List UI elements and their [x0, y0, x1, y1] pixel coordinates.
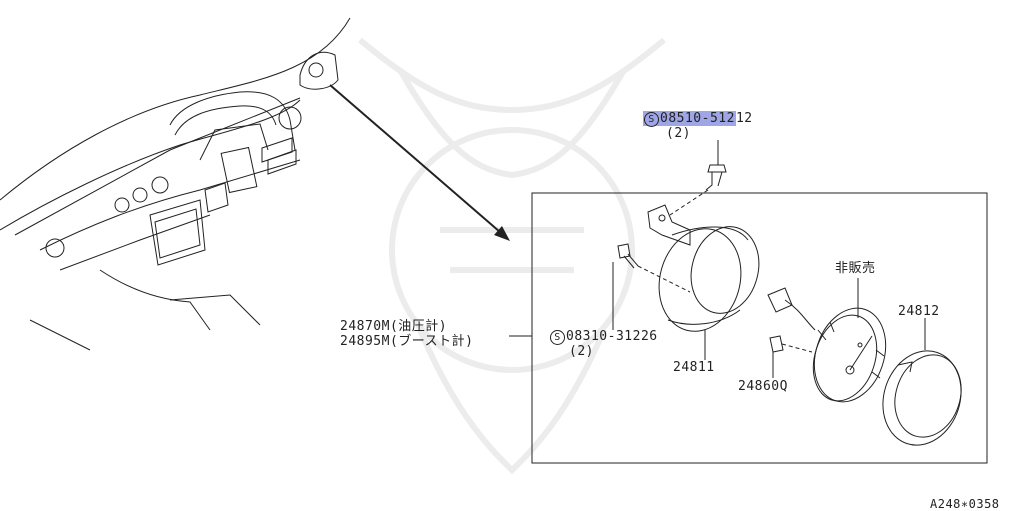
- meter-housing: [658, 226, 760, 332]
- bolt-left: [617, 243, 691, 293]
- bracket: [647, 204, 691, 246]
- housing-part-label[interactable]: 24811: [673, 360, 715, 375]
- gauge-dial: [812, 307, 887, 403]
- watermark-emblem: [358, 37, 666, 475]
- ring-part-label[interactable]: 24812: [898, 304, 940, 319]
- not-for-sale-label: 非販売: [835, 261, 876, 276]
- leader-lines: [509, 140, 926, 378]
- bolt-left-qty-label: (2): [569, 344, 594, 359]
- standard-part-symbol: S: [550, 330, 565, 345]
- bolt-top-qty-label: (2): [666, 126, 691, 141]
- bulb-socket: [767, 287, 816, 353]
- figure-code: A248∗0358: [930, 497, 1000, 511]
- meter-oil-label[interactable]: 24870M(油圧計): [340, 319, 448, 334]
- standard-part-symbol: S: [644, 112, 659, 127]
- meter-boost-label[interactable]: 24895M(ブースト計): [340, 334, 474, 349]
- detail-frame: [531, 192, 988, 464]
- bolt-top: [669, 164, 727, 216]
- dashboard-illustration: [0, 17, 351, 351]
- bezel-ring: [882, 350, 962, 446]
- bulb-part-label[interactable]: 24860Q: [738, 379, 788, 394]
- location-arrow: [329, 84, 510, 241]
